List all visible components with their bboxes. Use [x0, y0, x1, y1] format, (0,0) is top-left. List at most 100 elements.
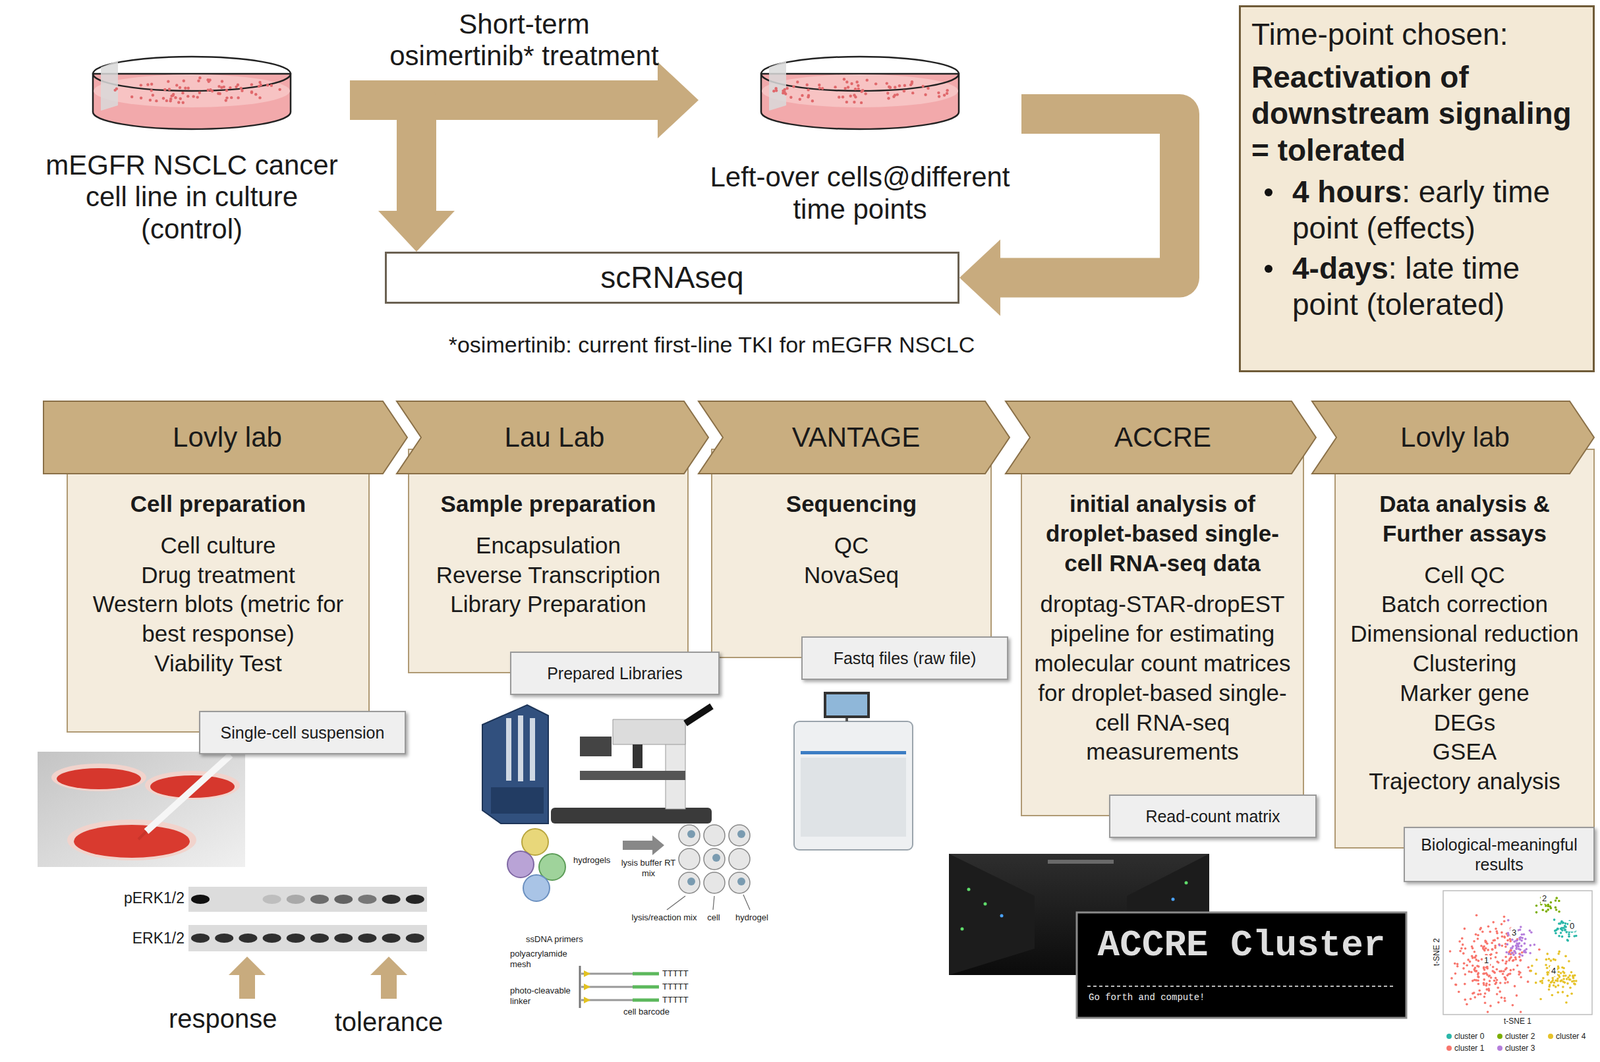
hydrogel-schematic — [579, 966, 582, 1009]
tsne-plot — [1476, 993, 1480, 997]
tsne-plot — [1471, 947, 1475, 951]
tsne-plot — [1501, 935, 1504, 939]
petri-dish — [796, 80, 799, 84]
microfluidic-instrument — [490, 787, 544, 814]
hydrogel-schematic — [523, 875, 550, 902]
tsne-plot — [1487, 925, 1490, 928]
petri-dish — [811, 99, 814, 103]
petri-dish — [886, 91, 889, 95]
tsne-plot — [1496, 986, 1500, 990]
tsne-plot — [1563, 929, 1567, 932]
card-item: GSEA — [1342, 737, 1587, 768]
legend-swatch — [1547, 1033, 1554, 1040]
tsne-plot — [1552, 958, 1556, 961]
legend-swatch — [1446, 1045, 1452, 1052]
cell-culture-photo — [138, 831, 147, 840]
tsne-plot — [1546, 973, 1550, 976]
petri-dish — [898, 84, 901, 87]
terminal-banner — [1076, 912, 1407, 1019]
sequencer — [800, 757, 907, 837]
petri-dish — [198, 76, 201, 80]
tsne-plot — [1562, 977, 1566, 981]
petri-dish — [154, 99, 158, 103]
tsne-plot — [1477, 983, 1481, 986]
tsne-plot — [1564, 922, 1568, 926]
sequence-label: TTTTT — [662, 981, 689, 993]
tsne-plot — [1449, 950, 1452, 953]
tsne-plot — [1512, 968, 1515, 972]
petri-dish — [854, 95, 857, 99]
western-blot — [262, 933, 282, 943]
tsne-plot — [1527, 966, 1531, 970]
tsne-plot — [1523, 942, 1527, 945]
tsne-plot — [1565, 1001, 1568, 1005]
tsne-plot — [1552, 984, 1556, 988]
western-blot — [382, 933, 401, 943]
microfluidic-instrument — [482, 705, 712, 824]
petri-dish — [196, 95, 200, 99]
lab-chevron: Lovly lab — [42, 400, 408, 475]
tsne-plot — [1498, 944, 1502, 947]
tsne-plot — [1511, 938, 1514, 942]
cluster-photo — [983, 902, 988, 907]
tsne-plot — [1514, 956, 1517, 959]
tsne-plot — [1490, 948, 1494, 951]
petri-dish — [910, 80, 914, 84]
tsne-plot — [1503, 981, 1507, 985]
text-stack: Single-cell suspension — [220, 722, 385, 743]
node-label: scRNAseq — [600, 260, 744, 296]
petri-dish — [148, 98, 152, 102]
petri-dish — [179, 97, 182, 101]
petri-dish — [903, 83, 907, 87]
petri-dish — [150, 83, 153, 86]
tsne-plot — [1490, 941, 1494, 945]
text-stack: VANTAGE — [792, 421, 920, 454]
step-card: Data analysis & Further assaysCell QCBat… — [1334, 448, 1595, 849]
flow-arrow — [349, 100, 455, 252]
tsne-plot — [1500, 923, 1504, 926]
hydrogel-schematic — [743, 894, 750, 911]
hydrogel-schematic — [581, 970, 659, 1004]
hydrogel-schematic — [678, 872, 700, 894]
tsne-plot — [1493, 979, 1496, 983]
tsne-plot — [1470, 971, 1473, 974]
cluster-photo — [948, 854, 1035, 976]
figure-label: ssDNA primers — [525, 934, 605, 945]
tsne-plot — [1501, 972, 1505, 976]
hydrogel-schematic — [521, 828, 549, 856]
node-label: Read-count matrix — [1145, 806, 1280, 827]
petri-dish — [800, 94, 804, 97]
tsne-plot — [1491, 921, 1495, 924]
western-blot — [238, 933, 258, 943]
box-title: Time-point chosen: — [1251, 16, 1583, 53]
tsne-plot — [1561, 921, 1565, 925]
petri-dish — [902, 89, 906, 93]
petri-dish — [896, 92, 899, 96]
tsne-plot — [1496, 937, 1500, 940]
petri-dish — [100, 60, 118, 111]
tsne-plot — [1571, 975, 1575, 979]
petri-dish — [187, 86, 190, 90]
petri-dish — [856, 84, 860, 87]
tsne-plot — [1554, 899, 1558, 903]
petri-dish — [926, 86, 930, 90]
sequencer — [800, 751, 907, 755]
tsne-plot — [1571, 980, 1574, 984]
tsne-plot — [1506, 981, 1510, 984]
tsne-plot — [1557, 935, 1561, 938]
tsne-plot — [1495, 993, 1499, 996]
petri-dish — [229, 96, 233, 99]
terminal-banner — [1076, 912, 1407, 1019]
tsne-plot — [1491, 966, 1495, 969]
tsne-plot — [1540, 979, 1544, 983]
hydrogel-schematic — [678, 848, 700, 870]
tsne-plot — [1443, 890, 1593, 1015]
pointer-arrow — [370, 956, 408, 1000]
tsne-plot — [1524, 937, 1527, 941]
node-label: Prepared Libraries — [546, 663, 683, 684]
tsne-plot — [1554, 932, 1558, 936]
hydrogel-schematic — [703, 848, 725, 870]
tsne-plot — [1541, 981, 1544, 985]
tsne-plot — [1481, 930, 1485, 934]
tsne-plot — [1476, 973, 1480, 976]
